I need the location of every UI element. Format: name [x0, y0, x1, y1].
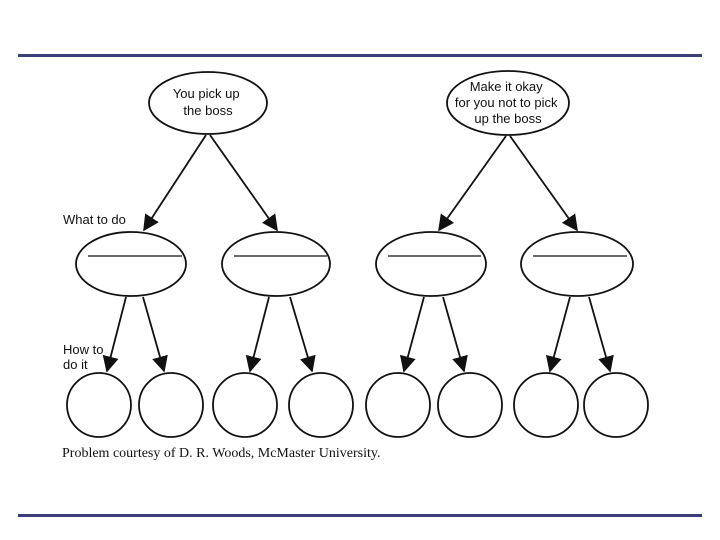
what-node-1: [75, 231, 187, 297]
arrow-what-1-to-how-1: [102, 296, 127, 373]
how-node-3: [212, 372, 278, 438]
root-left-label-line-1: You pick up: [173, 86, 240, 101]
arrow-what-3-to-how-6: [442, 296, 468, 373]
arrow-what-1-to-how-2: [142, 296, 168, 373]
how-node-8: [583, 372, 649, 438]
arrow-root-right-to-what-3: [438, 135, 507, 232]
how-node-4: [288, 372, 354, 438]
how-to-do-it-label-line-1: How to: [63, 342, 104, 357]
bottom-divider: [18, 514, 702, 517]
arrow-root-right-to-what-4: [509, 135, 578, 232]
arrow-what-4-to-how-7: [545, 296, 571, 373]
arrow-what-4-to-how-8: [588, 296, 614, 373]
what-node-2: [221, 231, 331, 297]
root-left-label-line-2: the boss: [183, 103, 233, 118]
root-right-label-line-3: up the boss: [474, 111, 542, 126]
how-to-do-it-label-line-2: do it: [63, 357, 88, 372]
arrow-root-left-to-what-1: [143, 134, 207, 232]
how-node-5: [365, 372, 431, 438]
how-node-7: [513, 372, 579, 438]
root-node-left: [148, 71, 268, 135]
arrow-root-left-to-what-2: [209, 134, 278, 232]
arrow-what-3-to-how-5: [399, 296, 425, 373]
what-node-3: [375, 231, 487, 297]
root-right-label: Make it okay for you not to pick up the …: [455, 79, 561, 126]
credit-text: Problem courtesy of D. R. Woods, McMaste…: [62, 446, 381, 461]
how-to-do-it-label: How to do it: [63, 342, 103, 372]
how-node-6: [437, 372, 503, 438]
how-node-1: [66, 372, 132, 438]
root-node-right: [446, 70, 570, 136]
root-left-label: You pick up the boss: [173, 86, 243, 118]
how-node-2: [138, 372, 204, 438]
what-node-4: [520, 231, 634, 297]
root-right-label-line-1: Make it okay: [470, 79, 543, 94]
what-to-do-label: What to do: [63, 212, 126, 227]
arrow-what-2-to-how-3: [245, 296, 270, 373]
arrow-what-2-to-how-4: [289, 296, 316, 373]
top-divider: [18, 54, 702, 57]
root-right-label-line-2: for you not to pick: [455, 95, 558, 110]
